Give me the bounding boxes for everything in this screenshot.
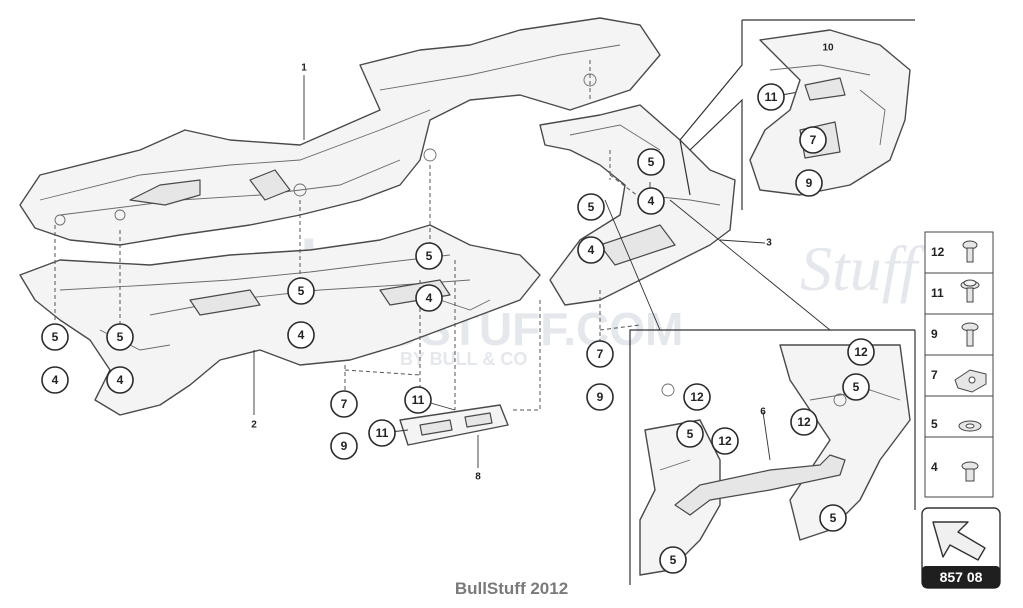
svg-text:12: 12 <box>718 434 732 448</box>
callout: 5 <box>842 373 870 401</box>
callout: 9 <box>586 383 614 411</box>
callout: 12 <box>790 408 818 436</box>
screw-icon <box>961 461 979 482</box>
screw-icon <box>961 322 979 347</box>
navigation-box[interactable]: 857 08 <box>921 507 1001 589</box>
callout: 4 <box>415 284 443 312</box>
dashboard-lower-frame <box>19 224 541 416</box>
svg-text:12: 12 <box>690 390 704 404</box>
callout: 5 <box>819 504 847 532</box>
svg-text:5: 5 <box>588 200 595 214</box>
svg-text:9: 9 <box>341 439 348 453</box>
part-ref-1: 1 <box>301 63 307 74</box>
clip-nut-icon <box>954 369 987 393</box>
washer-icon <box>958 420 982 432</box>
svg-text:12: 12 <box>854 345 868 359</box>
connection-lines <box>54 60 651 411</box>
svg-text:7: 7 <box>341 397 348 411</box>
svg-text:4: 4 <box>117 373 124 387</box>
callout: 7 <box>586 340 614 368</box>
svg-text:11: 11 <box>765 90 778 104</box>
legend-number: 7 <box>931 368 938 382</box>
svg-text:5: 5 <box>52 330 59 344</box>
svg-text:4: 4 <box>52 373 59 387</box>
callout: 4 <box>577 236 605 264</box>
part-ref-6: 6 <box>760 407 766 418</box>
callout: 4 <box>41 366 69 394</box>
callout: 5 <box>41 323 69 351</box>
bracket-part <box>399 404 509 446</box>
flange-screw-icon <box>960 279 980 303</box>
callout: 12 <box>847 338 875 366</box>
svg-text:4: 4 <box>648 194 655 208</box>
watermark-script: Stuff <box>800 233 926 304</box>
legend-number: 12 <box>931 245 945 259</box>
inset-detail-lower <box>604 199 916 585</box>
svg-text:5: 5 <box>298 284 305 298</box>
part-ref-8: 8 <box>475 472 481 483</box>
callout: 5 <box>659 546 687 574</box>
hardware-legend: 12 11 9 7 5 4 <box>924 231 994 498</box>
legend-number: 4 <box>931 460 938 474</box>
svg-text:5: 5 <box>687 427 694 441</box>
footer-credit: BullStuff 2012 <box>454 579 569 598</box>
callout: 5 <box>287 277 315 305</box>
svg-text:5: 5 <box>830 511 837 525</box>
legend-number: 9 <box>931 327 938 341</box>
callout: 7 <box>330 390 358 418</box>
callout: 12 <box>683 383 711 411</box>
callout: 5 <box>676 420 704 448</box>
part-ref-2: 2 <box>251 420 257 431</box>
callout: 12 <box>711 427 739 455</box>
svg-text:7: 7 <box>597 347 604 361</box>
callout: 11 <box>368 419 396 447</box>
screw-icon <box>962 240 978 263</box>
callout: 5 <box>415 242 443 270</box>
svg-text:11: 11 <box>412 393 425 407</box>
svg-text:9: 9 <box>597 390 604 404</box>
svg-text:12: 12 <box>797 415 811 429</box>
callout: 11 <box>757 83 785 111</box>
legend-number: 11 <box>931 286 944 300</box>
svg-text:9: 9 <box>806 176 813 190</box>
callout: 5 <box>637 148 665 176</box>
legend-number: 5 <box>931 417 938 431</box>
callout: 5 <box>106 323 134 351</box>
callout: 4 <box>637 187 665 215</box>
callout: 9 <box>330 432 358 460</box>
svg-text:4: 4 <box>298 328 305 342</box>
part-ref-10: 10 <box>822 43 834 54</box>
arrow-icon <box>932 521 986 561</box>
watermark-line3: BY BULL & CO <box>400 349 527 369</box>
svg-text:7: 7 <box>810 133 817 147</box>
callout: 4 <box>106 366 134 394</box>
svg-text:5: 5 <box>648 155 655 169</box>
diagram-code: 857 08 <box>940 569 983 585</box>
svg-text:5: 5 <box>117 330 124 344</box>
svg-text:5: 5 <box>670 553 677 567</box>
callout: 4 <box>287 321 315 349</box>
callout: 7 <box>799 126 827 154</box>
part-ref-3: 3 <box>766 238 772 249</box>
svg-text:5: 5 <box>426 249 433 263</box>
svg-text:5: 5 <box>853 380 860 394</box>
callout: 11 <box>404 386 432 414</box>
svg-text:4: 4 <box>426 291 433 305</box>
svg-text:4: 4 <box>588 243 595 257</box>
callout: 5 <box>577 193 605 221</box>
dashboard-upper-cover <box>19 17 661 246</box>
callout: 9 <box>795 169 823 197</box>
callouts: 5 4 5 4 5 4 5 4 5 4 5 4 7 9 7 9 11 11 11… <box>41 83 875 574</box>
part-references: 1 2 3 6 8 10 <box>251 43 834 483</box>
svg-text:11: 11 <box>376 426 389 440</box>
